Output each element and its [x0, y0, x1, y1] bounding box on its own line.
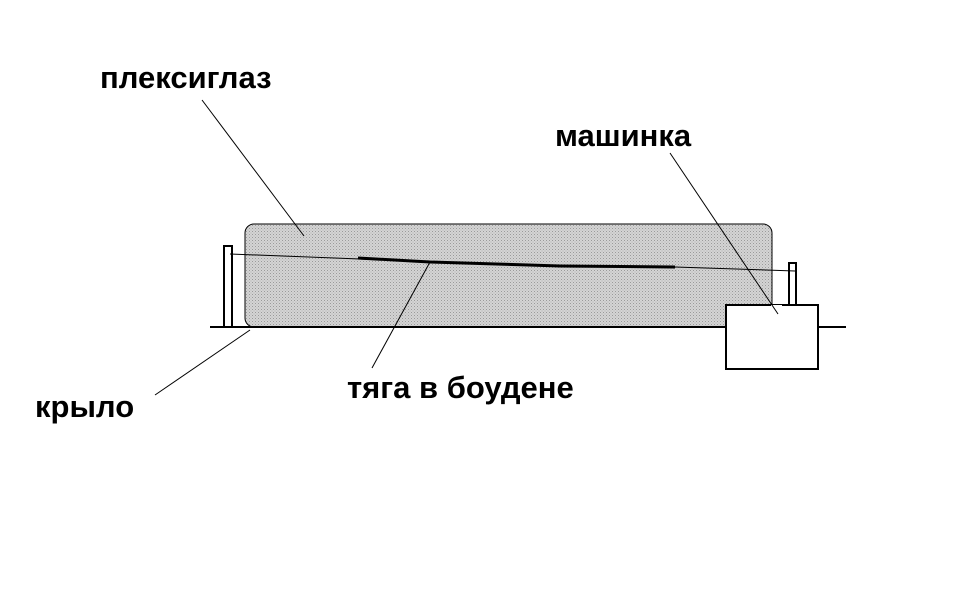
- bowden-leader: [371, 261, 431, 369]
- label-bowden-rod: тяга в боудене: [347, 370, 574, 405]
- left-post: [223, 245, 233, 328]
- servo-leader: [669, 152, 779, 315]
- label-plexiglass: плексиглаз: [100, 60, 272, 95]
- servo-horn: [771, 305, 782, 327]
- plexiglass-leader: [201, 99, 305, 237]
- bowden-tube: [357, 256, 676, 269]
- wing-leader: [154, 329, 251, 396]
- label-wing: крыло: [35, 389, 134, 424]
- right-post: [788, 262, 797, 307]
- plexiglass-panel: [244, 223, 773, 328]
- label-servo: машинка: [555, 118, 692, 153]
